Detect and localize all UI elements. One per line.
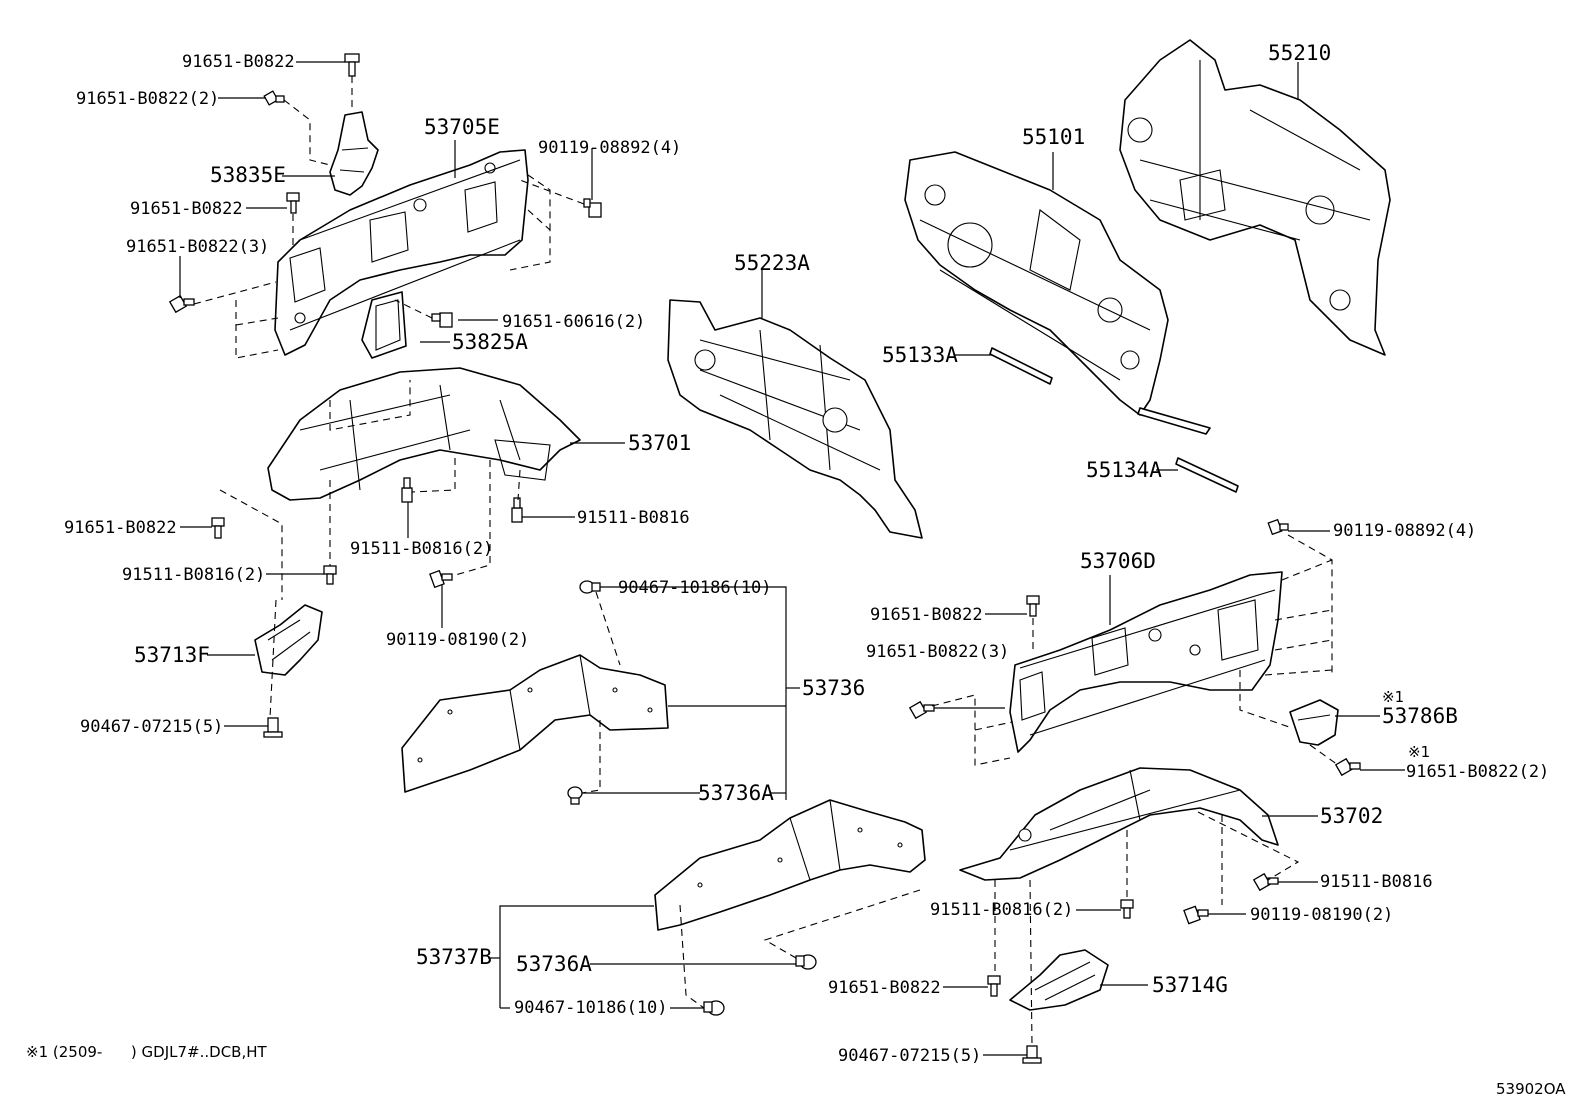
part-53786B — [1289, 699, 1339, 746]
label-91511-B0816-2: 91511-B0816(2) — [350, 539, 493, 559]
bolt-icon — [1334, 757, 1361, 777]
part-53714G — [1009, 949, 1109, 1011]
clip-icon — [579, 580, 601, 594]
assembly-lines — [193, 76, 1339, 1046]
bolt-icon — [168, 294, 195, 314]
label-90467-07215-5: 90467-07215(5) — [838, 1046, 981, 1066]
bolt-icon — [263, 90, 285, 106]
part-53701 — [267, 367, 581, 501]
bolt-icon — [908, 700, 935, 720]
label-90119-08190-2: 90119-08190(2) — [386, 630, 529, 650]
label-91651-B0822-2: 91651-B0822(2) — [76, 89, 219, 109]
part-labels: 91651-B0822 91651-B0822(2) 53705E 90119-… — [64, 41, 1549, 1066]
fastener-group — [168, 53, 1361, 1064]
bolt-icon — [511, 497, 523, 523]
label-91651-B0822-2: 91651-B0822(2) — [1406, 762, 1549, 782]
label-53706D: 53706D — [1080, 549, 1156, 573]
label-90467-10186-10: 90467-10186(10) — [618, 578, 772, 598]
label-53736: 53736 — [802, 676, 865, 700]
bolt-icon — [987, 975, 1001, 997]
label-53701: 53701 — [628, 431, 691, 455]
part-53705E — [274, 149, 529, 356]
bolt-icon — [1026, 595, 1040, 617]
label-91651-B0822: 91651-B0822 — [64, 518, 177, 538]
label-55133A: 55133A — [882, 343, 958, 367]
clip-icon — [795, 954, 817, 970]
label-53736A: 53736A — [698, 781, 774, 805]
bolt-icon — [583, 198, 602, 218]
bolt-icon — [1252, 872, 1279, 892]
label-53702: 53702 — [1320, 804, 1383, 828]
part-55134A — [1175, 457, 1239, 493]
bolt-icon — [1120, 899, 1134, 919]
label-90119-08190-2: 90119-08190(2) — [1250, 905, 1393, 925]
part-53825A — [361, 291, 407, 359]
label-53835E: 53835E — [210, 163, 286, 187]
label-55210: 55210 — [1268, 41, 1331, 65]
bolt-icon — [323, 565, 337, 585]
bolt-icon — [286, 192, 300, 214]
label-91651-B0822: 91651-B0822 — [182, 52, 295, 72]
label-53705E: 53705E — [424, 115, 500, 139]
part-53736 — [401, 654, 669, 793]
clip-icon — [1022, 1045, 1042, 1064]
label-91511-B0816: 91511-B0816 — [1320, 872, 1433, 892]
note-mark: ※1 — [1382, 688, 1404, 706]
label-91651-B0822: 91651-B0822 — [130, 199, 243, 219]
bolt-icon — [344, 53, 360, 77]
label-91651-B0822: 91651-B0822 — [870, 605, 983, 625]
bolt-icon — [1183, 905, 1209, 925]
label-53737B: 53737B — [416, 945, 492, 969]
label-90119-08892-4: 90119-08892(4) — [538, 138, 681, 158]
note-mark: ※1 — [1408, 743, 1430, 761]
leader-lines — [179, 61, 1405, 1056]
label-90467-10186-10: 90467-10186(10) — [514, 998, 668, 1018]
part-55133A — [989, 347, 1053, 385]
bolt-icon — [429, 569, 453, 589]
label-53786B: 53786B — [1382, 704, 1458, 728]
part-53835E — [329, 111, 379, 196]
part-55223A — [667, 299, 923, 539]
part-55101 — [904, 151, 1211, 435]
label-53713F: 53713F — [134, 643, 210, 667]
label-91511-B0816-2: 91511-B0816(2) — [122, 565, 265, 585]
clip-icon — [703, 1000, 725, 1016]
bolt-icon — [401, 477, 413, 503]
label-53825A: 53825A — [452, 330, 528, 354]
part-53702 — [959, 767, 1279, 881]
part-53706D — [1009, 571, 1283, 753]
label-91511-B0816: 91511-B0816 — [577, 508, 690, 528]
bolt-icon — [1267, 518, 1289, 536]
label-55101: 55101 — [1022, 125, 1085, 149]
label-55134A: 55134A — [1086, 458, 1162, 482]
label-91651-B0822-3: 91651-B0822(3) — [866, 642, 1009, 662]
label-91651-B0822-3: 91651-B0822(3) — [126, 237, 269, 257]
bolt-icon — [431, 312, 453, 328]
part-53737B — [654, 799, 926, 931]
clip-icon — [263, 717, 283, 738]
label-90119-08892-4: 90119-08892(4) — [1333, 521, 1476, 541]
label-53736A: 53736A — [516, 952, 592, 976]
label-91511-B0816-2: 91511-B0816(2) — [930, 900, 1073, 920]
label-90467-07215-5: 90467-07215(5) — [80, 717, 223, 737]
clip-icon — [567, 786, 583, 805]
footnote: ※1 (2509- ) GDJL7#..DCB,HT — [26, 1043, 268, 1061]
bolt-icon — [211, 517, 225, 539]
label-91651-B0822: 91651-B0822 — [828, 978, 941, 998]
diagram-code: 53902OA — [1496, 1080, 1566, 1098]
label-91651-60616-2: 91651-60616(2) — [502, 312, 645, 332]
part-55210 — [1119, 39, 1391, 356]
label-55223A: 55223A — [734, 251, 810, 275]
label-53714G: 53714G — [1152, 973, 1228, 997]
part-53713F — [254, 604, 323, 676]
